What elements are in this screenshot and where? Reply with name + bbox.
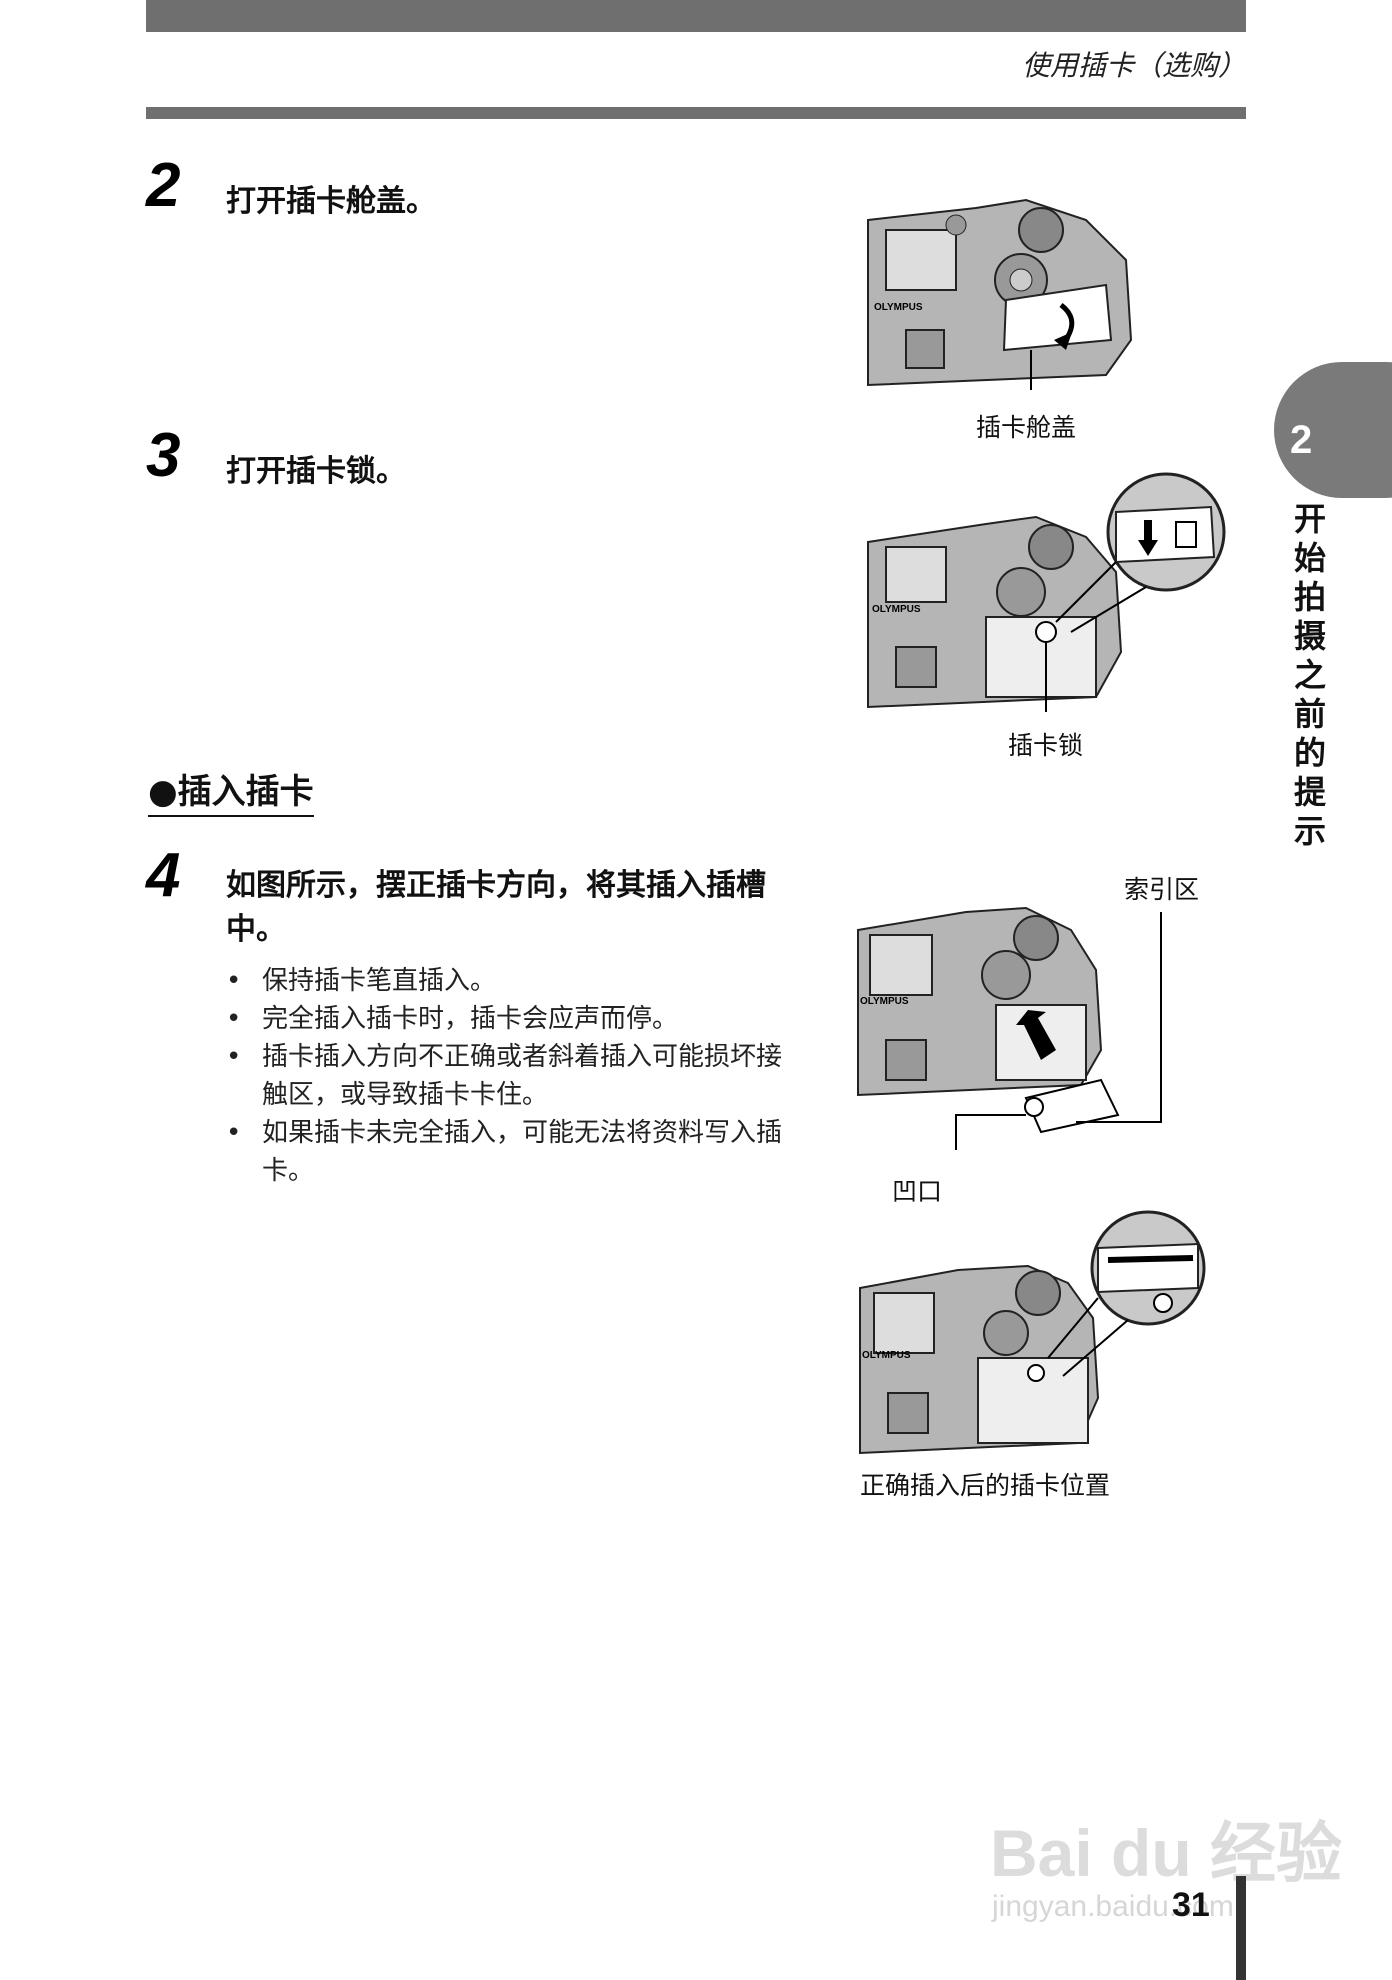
bullet-item: 如果插卡未完全插入，可能无法将资料写入插卡。 (226, 1114, 786, 1190)
bullet-item: 插卡插入方向不正确或者斜着插入可能损坏接触区，或导致插卡卡住。 (226, 1038, 786, 1114)
insert-card-subheading: ●插入插卡 (148, 764, 314, 817)
step-4-number: 4 (146, 841, 181, 910)
step-2-text: 打开插卡舱盖。 (226, 184, 436, 219)
section-title: 使用插卡（选购） (1021, 49, 1246, 82)
page-edge-bar (1236, 1876, 1246, 1980)
brand-logo: OLYMPUS (872, 604, 921, 615)
step-4-text: 如图所示，摆正插卡方向，将其插入插槽中。 (226, 868, 766, 947)
step-3-number: 3 (146, 421, 181, 490)
bullet-item: 完全插入插卡时，插卡会应声而停。 (226, 1000, 786, 1038)
page-number: 31 (1172, 1886, 1210, 1924)
header-top-bar (146, 0, 1246, 32)
step-2-number: 2 (146, 151, 181, 220)
watermark-logo: Bai du 经验 (990, 1816, 1343, 1890)
brand-logo: OLYMPUS (874, 302, 923, 313)
card-inserted-illustration: OLYMPUS (859, 1210, 1206, 1455)
step-4-bullet-list: 保持插卡笔直插入。 完全插入插卡时，插卡会应声而停。 插卡插入方向不正确或者斜着… (226, 962, 786, 1190)
bullet-item: 保持插卡笔直插入。 (226, 962, 786, 1000)
index-area-caption: 索引区 (1124, 875, 1200, 904)
cover-caption: 插卡舱盖 (976, 413, 1077, 442)
brand-logo: OLYMPUS (862, 1350, 911, 1361)
chapter-number: 2 (1290, 418, 1313, 462)
camera-cover-illustration: OLYMPUS (867, 198, 1133, 390)
card-insertion-illustration: OLYMPUS (857, 906, 1162, 1150)
header-rule (146, 107, 1246, 119)
camera-lock-illustration: OLYMPUS (867, 472, 1226, 712)
watermark-url: jingyan.baidu.com (992, 1890, 1234, 1923)
step-3-text: 打开插卡锁。 (226, 454, 406, 489)
chapter-label: 开始拍摄之前的提示 (1293, 500, 1326, 850)
brand-logo: OLYMPUS (860, 996, 909, 1007)
lock-caption: 插卡锁 (1008, 731, 1084, 760)
notch-caption: 凹口 (892, 1177, 943, 1206)
chapter-tab (1274, 362, 1392, 498)
position-caption: 正确插入后的插卡位置 (860, 1471, 1111, 1500)
